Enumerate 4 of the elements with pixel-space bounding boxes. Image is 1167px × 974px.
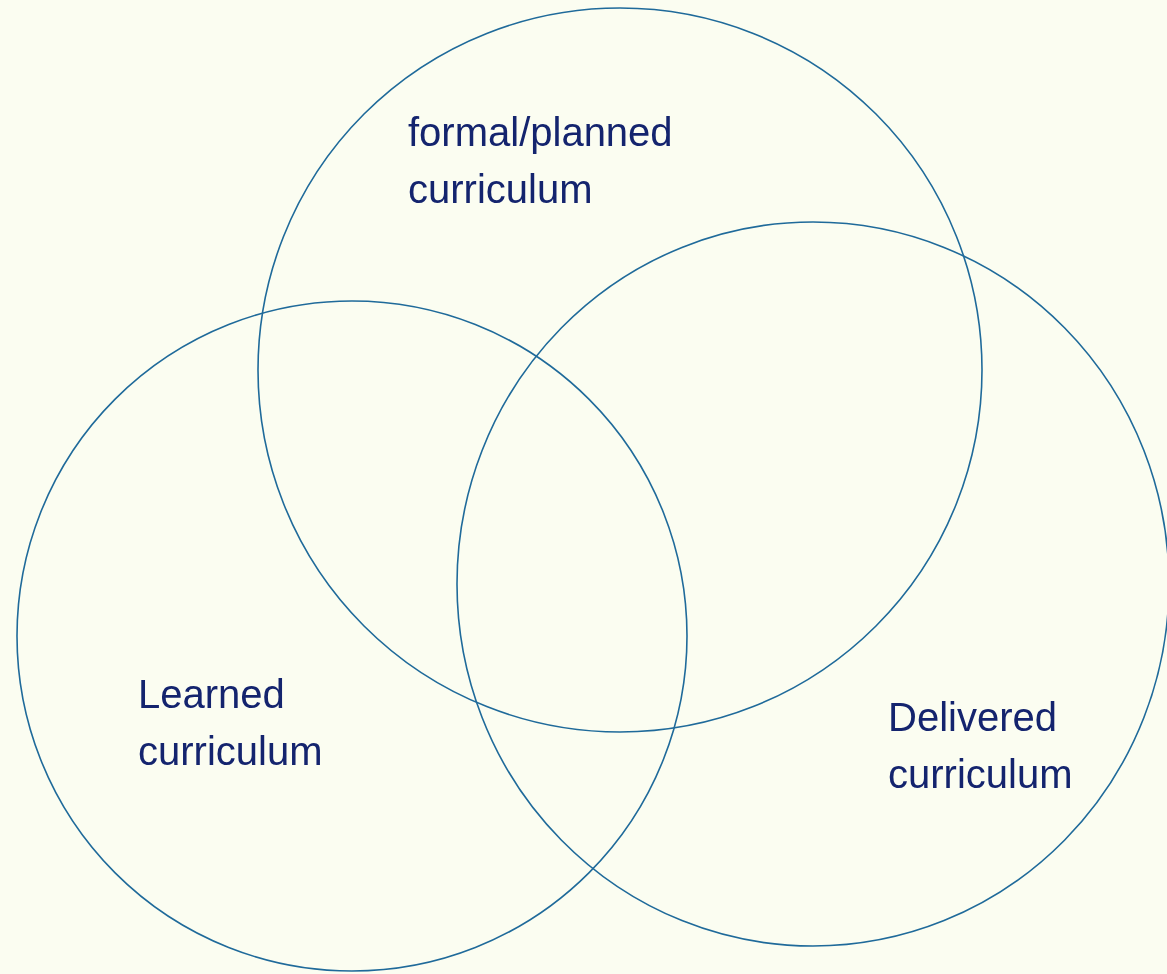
circle-label: Learned curriculum bbox=[138, 671, 324, 775]
circle-label: formal/planned curriculum bbox=[408, 109, 674, 213]
circle-label: Delivered curriculum bbox=[888, 694, 1074, 798]
venn-circle bbox=[16, 300, 688, 972]
